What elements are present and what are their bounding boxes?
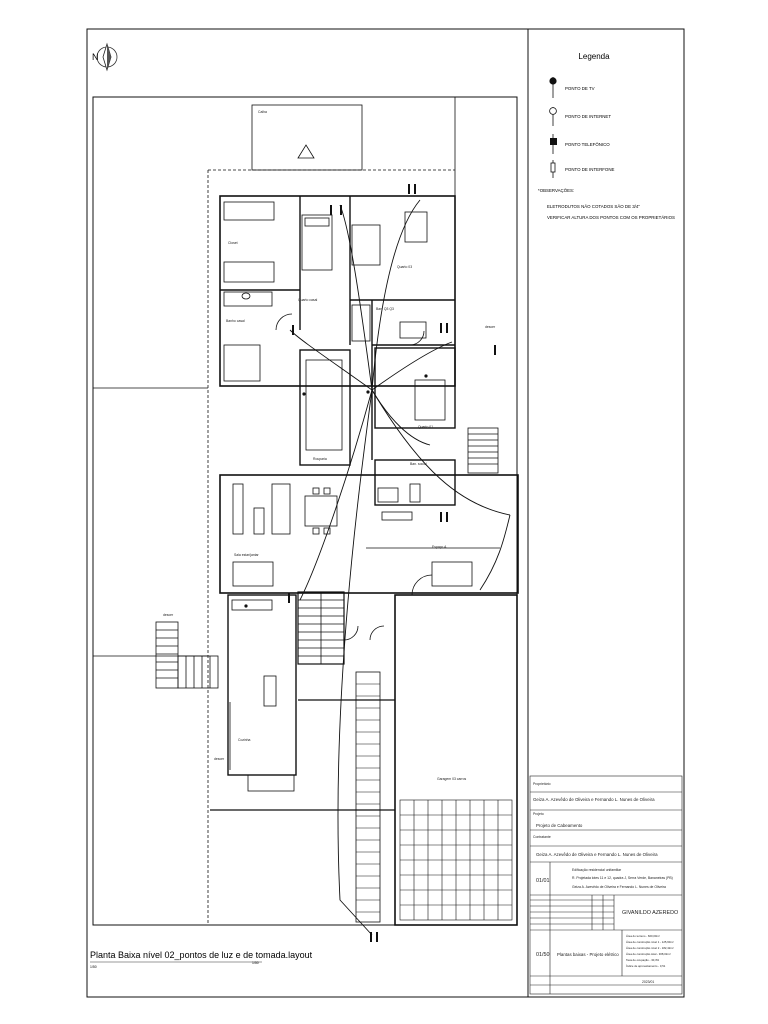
sheet-number: 01/50: [536, 952, 550, 958]
sheet-title: Plantas baixas - Projeto elétrico: [557, 952, 619, 957]
title-block-text: Proprietário Geiza A. Azevêdo de Oliveir…: [533, 782, 678, 984]
room-label: Rouparia: [313, 457, 327, 461]
legend-item-label: PONTO DE INTERFONE: [565, 167, 615, 172]
area-line: Área de construção nível 2 - 182,42m²: [626, 946, 674, 950]
building-type: Edificação residencial unifamiliar: [572, 868, 622, 872]
room-label: Quarto 01: [418, 425, 433, 429]
area-line: Área de construção nível 1 - 125,60m²: [626, 940, 674, 944]
cable-conduits: [289, 199, 511, 936]
legend-item-label: PONTO DE TV: [565, 86, 595, 91]
north-arrow-icon: N: [92, 42, 118, 72]
room-label: Sala estar/jantar: [234, 553, 260, 557]
phone-point-icon: [550, 134, 557, 154]
observation-line: VERIFICAR ALTURA DOS PONTOS COM OS PROPR…: [547, 215, 675, 220]
room-label: Cozinha: [238, 738, 251, 742]
legend: Legenda PONTO DE TV PONTO DE INTERNET PO…: [538, 52, 675, 220]
area-line: Área do terreno - 600,00m²: [626, 934, 660, 938]
outlet-symbols: [244, 184, 496, 942]
scale-label: 1/50: [252, 961, 259, 965]
project-name: Projeto de Cabeamento: [536, 823, 583, 828]
legend-title: Legenda: [578, 52, 610, 61]
room-label: Ban. Q3 Q3: [376, 307, 394, 311]
sheet-number: 01/01: [536, 878, 550, 884]
room-label: Espaço A: [432, 545, 447, 549]
contractor-name: Geiza A. Azevêdo de Oliveira e Fernando …: [536, 852, 658, 857]
contractor-label: Contratante: [533, 835, 551, 839]
room-label: Ban. social: [410, 462, 427, 466]
room-label: Closet: [228, 241, 238, 245]
owner-name: Geiza A. Azevêdo de Oliveira e Fernando …: [533, 797, 655, 802]
room-label: Quarto 03: [397, 265, 412, 269]
owners-line: Geiza A. Azevêdo de Oliveira e Fernando …: [572, 885, 666, 889]
room-label: descer: [163, 613, 174, 617]
room-label: Banho casal: [226, 319, 245, 323]
area-line: Área de construção total - 308,02m²: [626, 952, 671, 956]
title-block: [529, 775, 683, 995]
room-label: descer: [214, 757, 225, 761]
area-line: Índice de aproveitamento - 0,51: [626, 964, 666, 968]
north-letter: N: [92, 52, 99, 62]
tv-point-icon: [549, 77, 557, 98]
room-label: Calha: [258, 110, 267, 114]
intercom-point-icon: [550, 160, 556, 178]
legend-item-label: PONTO TELEFÔNICO: [565, 142, 610, 147]
observations-title: *OBSERVAÇÕES:: [538, 188, 574, 193]
floor-plan: Calha Closet Quarto casal Banho casal Qu…: [92, 96, 519, 926]
project-label: Projeto: [533, 812, 544, 816]
internet-point-icon: [549, 107, 557, 126]
room-label: Garagem 03 carros: [437, 777, 467, 781]
scale-label: 1/50: [90, 965, 97, 969]
legend-item-label: PONTO DE INTERNET: [565, 114, 611, 119]
room-label: descer: [485, 325, 496, 329]
observation-line: ELETRODUTOS NÃO COTADOS SÃO DE 3/4": [547, 204, 640, 209]
area-line: Taxa de ocupação - 30,3%: [626, 958, 660, 962]
room-label: Quarto casal: [298, 298, 317, 302]
date: 2023/01: [642, 980, 654, 984]
author-name: GIVANILDO AZEREDO: [622, 910, 678, 916]
address: R. Projetada lotes 11 e 12, quadra J, Se…: [572, 876, 673, 880]
sheet-border: [86, 28, 685, 998]
drawing-title: Planta Baixa nível 02_pontos de luz e de…: [90, 950, 313, 960]
owner-label: Proprietário: [533, 782, 551, 786]
